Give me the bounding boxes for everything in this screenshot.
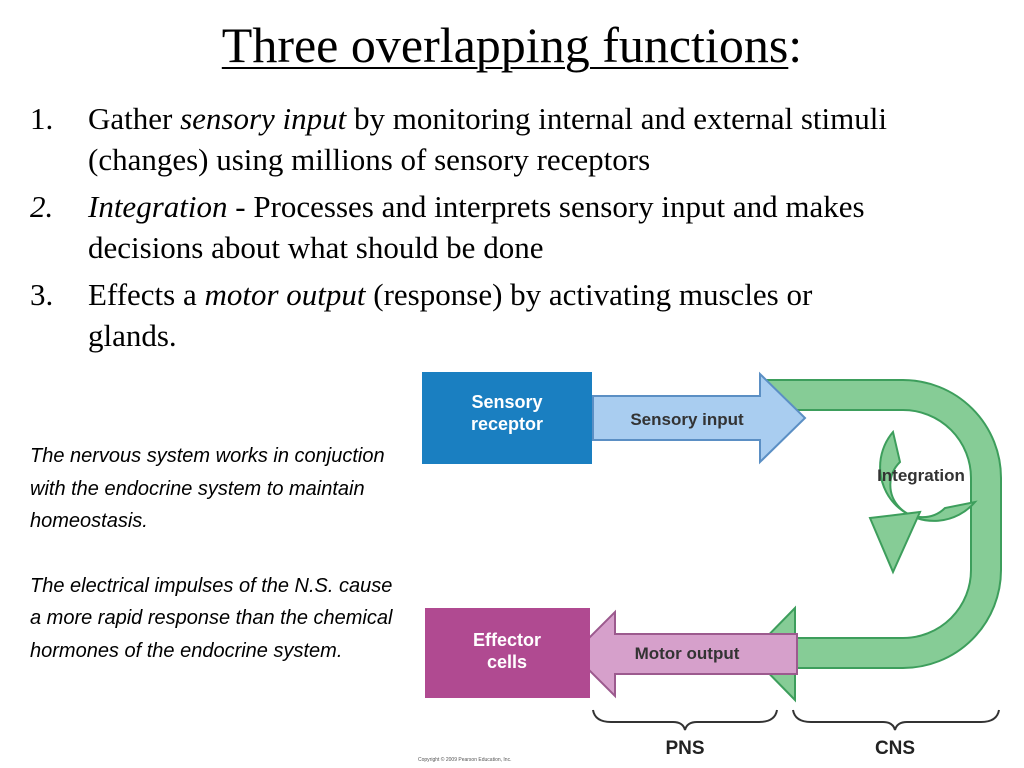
functions-list: 1. Gather sensory input by monitoring int…	[30, 98, 960, 362]
sensory-input-label: Sensory input	[630, 410, 744, 429]
nervous-system-diagram: Sensory input Sensory receptor Integrati…	[422, 371, 1002, 759]
note-impulses: The electrical impulses of the N.S. caus…	[30, 574, 393, 662]
list-item-3: 3. Effects a motor output (response) by a…	[30, 274, 868, 356]
integration-swirl	[879, 429, 978, 522]
motor-output-arrow	[571, 609, 798, 699]
list-text-post: (response) by activating muscles or glan…	[88, 277, 813, 353]
pns-bracket	[592, 709, 778, 731]
slide-title-colon: :	[788, 17, 803, 73]
slide-title-text: Three overlapping functions	[221, 17, 789, 73]
list-item-1: 1. Gather sensory input by monitoring int…	[30, 98, 960, 180]
copyright-notice: Copyright © 2009 Pearson Education, Inc.	[418, 757, 512, 763]
list-text-post: by monitoring internal and external stim…	[88, 101, 887, 177]
sensory-receptor-label-1: Sensory	[471, 392, 542, 412]
list-number: 3.	[30, 277, 54, 312]
list-number: 2.	[30, 189, 54, 224]
sensory-receptor-label-2: receptor	[471, 414, 543, 434]
list-text-pre: Effects a	[88, 277, 205, 312]
list-text-italic: motor output	[204, 277, 366, 312]
cns-bracket	[792, 709, 1000, 731]
effector-cells-label-1: Effector	[473, 630, 541, 650]
list-text-italic: Integration	[88, 189, 228, 224]
list-item-2: 2. Integration - Processes and interprets…	[30, 186, 960, 268]
side-notes: The nervous system works in conjuction w…	[30, 440, 400, 699]
cns-label: CNS	[875, 738, 915, 759]
integration-arrowhead	[868, 510, 922, 575]
integration-label: Integration	[877, 466, 965, 485]
slide-title: Three overlapping functions:	[0, 14, 1024, 76]
motor-output-label: Motor output	[635, 644, 740, 663]
sensory-receptor-box	[422, 372, 592, 464]
pns-label: PNS	[665, 738, 704, 759]
list-text-post: - Processes and interprets sensory input…	[88, 189, 865, 265]
list-number: 1.	[30, 101, 54, 136]
effector-cells-box	[425, 608, 590, 698]
sensory-input-arrow	[592, 371, 807, 465]
effector-cells-label-2: cells	[487, 652, 527, 672]
list-text-italic: sensory input	[180, 101, 347, 136]
note-homeostasis: The nervous system works in conjuction w…	[30, 445, 385, 532]
list-text-pre: Gather	[88, 101, 181, 136]
